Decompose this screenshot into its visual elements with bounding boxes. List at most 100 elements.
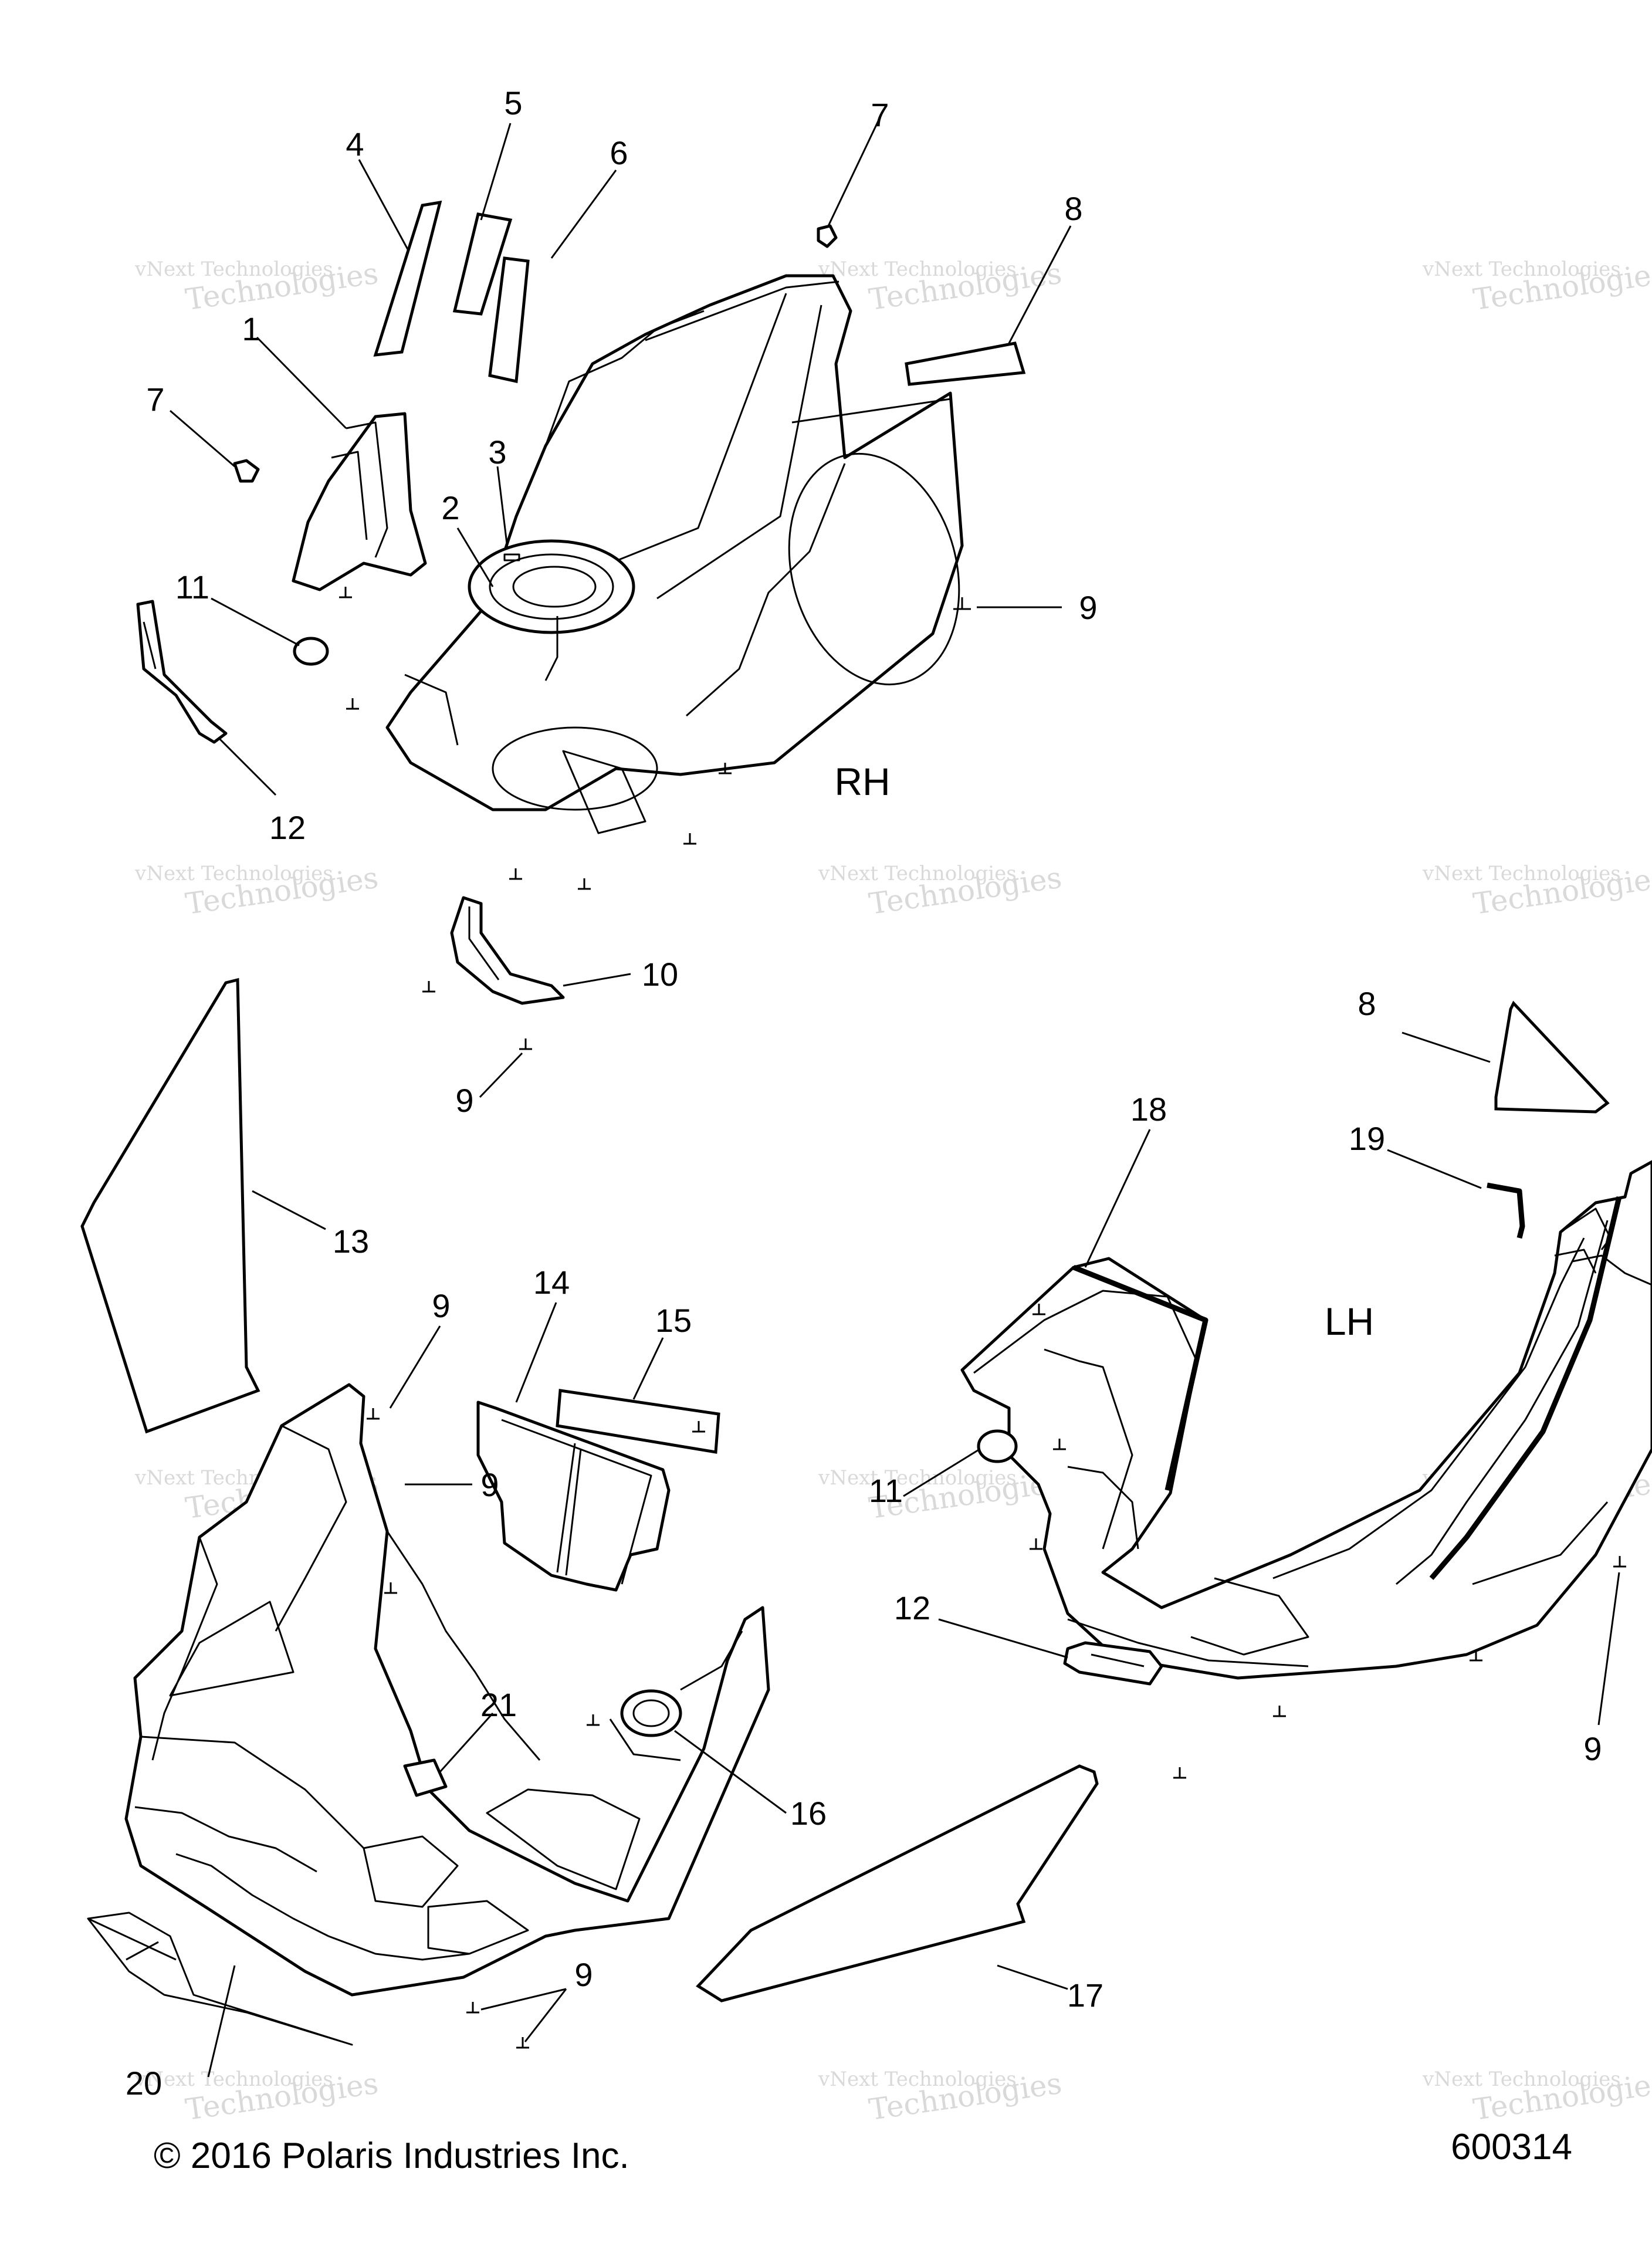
fastener-9: [466, 2002, 479, 2014]
lh-assembly: [80, 977, 1652, 2049]
watermark-text: vNext Technologies: [818, 258, 1017, 281]
clamp-12: [136, 600, 228, 744]
fastener-9: [1053, 1439, 1066, 1450]
decal-20: [87, 1912, 353, 2046]
fastener-9: [578, 878, 591, 890]
callout-9: 9: [574, 1956, 593, 1993]
rh-label: RH: [834, 760, 890, 803]
callout-4: 4: [346, 126, 364, 163]
callout-7: 7: [146, 381, 164, 418]
callout-11: 11: [869, 1472, 903, 1509]
callout-20: 20: [126, 2065, 162, 2102]
fastener-9: [683, 833, 696, 845]
side-panel-13: [80, 977, 260, 1434]
leader-lines: [170, 117, 1620, 2078]
watermark-text: vNext Technologies: [818, 1466, 1017, 1490]
plug-11: [293, 637, 329, 666]
foam-pad-5: [452, 212, 513, 316]
fastener-9: [1032, 1304, 1045, 1315]
callouts: 4 5 6 7 8 7 1 3 2 9 11 12 10 9 13 9 14 1…: [126, 84, 1602, 2102]
bracket-10: [450, 896, 565, 1005]
side-panel-rh: [385, 274, 964, 834]
callout-17: 17: [1067, 1977, 1103, 2014]
callout-8: 8: [1358, 985, 1376, 1022]
watermark-text: vNext Technologies: [818, 862, 1017, 885]
lh-label: LH: [1325, 1300, 1374, 1343]
fastener-9: [339, 587, 352, 598]
callout-10: 10: [642, 956, 678, 993]
callout-1: 1: [242, 310, 260, 347]
watermark-text: vNext Technologies: [134, 862, 333, 885]
callout-15: 15: [655, 1302, 692, 1339]
watermark-text: vNext Technologies: [818, 2068, 1017, 2091]
callout-2: 2: [441, 489, 459, 526]
fastener-9: [692, 1421, 705, 1433]
watermark: vNext Technologies Technologies: [134, 861, 380, 921]
fastener-9: [509, 868, 522, 880]
fastener-9: [346, 698, 359, 710]
callout-11: 11: [175, 569, 209, 605]
fasteners: [339, 553, 971, 1050]
callout-7: 7: [871, 96, 889, 133]
air-duct-1: [292, 412, 427, 591]
watermark: vNext Technologies Technologies: [1422, 256, 1652, 317]
foam-pad-6: [488, 256, 530, 384]
callout-5: 5: [504, 84, 522, 121]
front-nose-panel: [124, 1383, 770, 1997]
callout-12: 12: [269, 809, 306, 846]
copyright-text: © 2016 Polaris Industries Inc.: [154, 2136, 629, 2176]
fastener-9: [1613, 1556, 1626, 1568]
clip-21: [403, 1758, 448, 1797]
callout-12: 12: [894, 1589, 930, 1626]
watermark-text: vNext Technologies: [1422, 258, 1621, 281]
fastener-9: [516, 2037, 529, 2049]
callout-9: 9: [1079, 589, 1097, 626]
figure-number: 600314: [1451, 2127, 1572, 2167]
fastener-9: [1273, 1706, 1286, 1717]
rh-assembly: [136, 200, 1026, 1050]
callout-6: 6: [610, 134, 628, 171]
fastener-9: [953, 597, 971, 610]
fastener-9: [367, 1408, 380, 1420]
foam-pad-8: [1494, 1000, 1610, 1114]
side-panel-lh: [960, 1160, 1652, 1680]
callout-19: 19: [1349, 1120, 1385, 1157]
watermark: vNext Technologies Technologies: [1422, 2066, 1652, 2127]
fastener-9: [1030, 1538, 1042, 1550]
fastener-9: [384, 1582, 397, 1594]
callout-8: 8: [1064, 190, 1082, 227]
callout-9: 9: [455, 1082, 473, 1119]
watermark-text: vNext Technologies: [1422, 862, 1621, 885]
side-panel-17: [696, 1764, 1099, 2002]
foam-pad-8: [905, 341, 1026, 386]
callout-21: 21: [480, 1686, 517, 1723]
hook-19: [1487, 1182, 1525, 1239]
air-duct-14: [476, 1400, 671, 1592]
watermark: vNext Technologies Technologies: [818, 861, 1064, 921]
watermark: vNext Technologies Technologies: [134, 2066, 380, 2127]
clamp-12: [1063, 1641, 1163, 1686]
fastener-9: [1173, 1767, 1186, 1779]
plug-11: [977, 1429, 1018, 1463]
callout-3: 3: [488, 434, 506, 471]
fastener-3: [503, 553, 520, 561]
push-clip-7: [817, 224, 838, 248]
callout-14: 14: [533, 1264, 570, 1301]
label-15: [556, 1389, 720, 1454]
callout-9: 9: [1583, 1730, 1602, 1767]
callout-13: 13: [333, 1223, 369, 1260]
watermark-text: vNext Technologies: [134, 258, 333, 281]
watermark-text: vNext Technologies: [1422, 2068, 1621, 2091]
fastener-9: [422, 981, 435, 993]
fastener-9: [1470, 1650, 1482, 1662]
watermark: vNext Technologies Technologies: [1422, 861, 1652, 921]
callout-18: 18: [1130, 1091, 1167, 1128]
fastener-9: [719, 763, 732, 774]
callout-16: 16: [790, 1795, 827, 1832]
fastener-9: [519, 1038, 532, 1050]
fasteners-lh: [367, 1304, 1626, 2049]
watermark: vNext Technologies Technologies: [134, 256, 380, 317]
callout-9: 9: [432, 1287, 450, 1324]
foam-pad-4: [373, 200, 442, 357]
